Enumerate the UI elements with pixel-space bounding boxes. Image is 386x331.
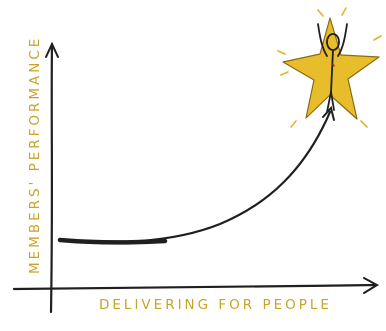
x-axis xyxy=(12,277,380,294)
stick-figure-icon xyxy=(317,23,348,113)
y-axis xyxy=(45,41,59,314)
star-icon xyxy=(282,17,380,120)
x-axis-label: DELIVERING FOR PEOPLE xyxy=(99,297,332,313)
y-axis-label: MEMBERS' PERFORMANCE xyxy=(27,36,43,274)
growth-curve xyxy=(57,105,335,245)
sparkle-marks xyxy=(277,7,382,128)
